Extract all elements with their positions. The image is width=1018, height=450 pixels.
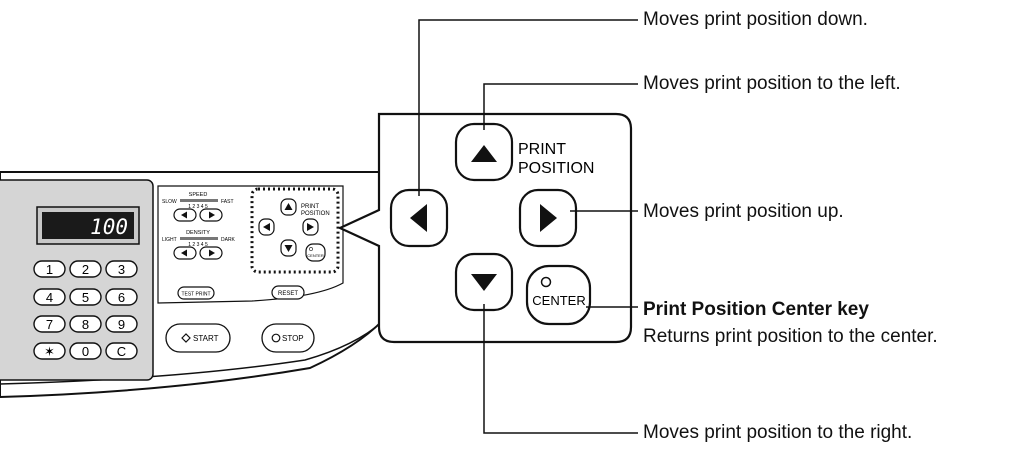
- key-9[interactable]: 9: [105, 315, 138, 333]
- right-arrow-icon: [209, 211, 215, 219]
- left-arrow-icon: [181, 249, 187, 257]
- density-dark-label: DARK: [221, 237, 236, 243]
- svg-text:9: 9: [118, 317, 125, 332]
- print-position-highlight: [250, 187, 340, 274]
- density-title: DENSITY: [186, 230, 210, 236]
- zoom-left-key[interactable]: [389, 188, 449, 248]
- left-arrow-icon: [410, 204, 427, 232]
- zoom-right-key[interactable]: [518, 188, 578, 248]
- svg-text:START: START: [193, 334, 219, 343]
- callout-left-key: Moves print position down.: [643, 9, 868, 30]
- callout-center-desc: Returns print position to the center.: [643, 326, 938, 347]
- down-arrow-icon: [471, 274, 497, 291]
- speed-right-key[interactable]: [199, 208, 223, 222]
- mini-center-key[interactable]: CENTER: [305, 243, 326, 262]
- svg-text:C: C: [117, 344, 126, 359]
- center-led-icon: [309, 247, 313, 251]
- led-display: [42, 212, 134, 239]
- speed-slow-label: SLOW: [162, 199, 177, 205]
- density-light-label: LIGHT: [162, 237, 177, 243]
- svg-text:RESET: RESET: [278, 291, 298, 297]
- zoom-center-key[interactable]: CENTER: [525, 264, 592, 326]
- svg-text:4: 4: [46, 290, 53, 305]
- test-print-button[interactable]: TEST PRINT: [177, 286, 215, 300]
- stop-button[interactable]: STOP: [261, 323, 315, 353]
- svg-text:2: 2: [82, 262, 89, 277]
- speed-title: SPEED: [189, 192, 208, 198]
- svg-text:CENTER: CENTER: [307, 253, 324, 258]
- zoom-down-key[interactable]: [454, 252, 514, 312]
- mini-up-key[interactable]: [280, 198, 297, 216]
- down-arrow-icon: [284, 245, 293, 252]
- svg-text:STOP: STOP: [282, 334, 304, 343]
- density-scale-numbers: 1 2 3 4 5: [188, 242, 208, 248]
- density-right-key[interactable]: [199, 246, 223, 260]
- up-arrow-icon: [471, 145, 497, 162]
- svg-text:5: 5: [82, 290, 89, 305]
- left-arrow-icon: [181, 211, 187, 219]
- callout-down-key: Moves print position to the right.: [643, 422, 913, 443]
- mini-print-label: PRINT: [301, 204, 319, 210]
- zoom-position-label: POSITION: [518, 160, 594, 177]
- svg-text:3: 3: [118, 262, 125, 277]
- start-diamond-icon: [181, 333, 191, 343]
- start-button[interactable]: START: [165, 323, 231, 353]
- mini-left-key[interactable]: [258, 218, 275, 236]
- key-6[interactable]: 6: [105, 288, 138, 306]
- key-clear[interactable]: C: [105, 342, 138, 360]
- svg-text:6: 6: [118, 290, 125, 305]
- speed-fast-label: FAST: [221, 199, 234, 205]
- right-arrow-icon: [540, 204, 557, 232]
- leader-up-key: [483, 83, 638, 130]
- key-3[interactable]: 3: [105, 260, 138, 278]
- density-left-key[interactable]: [173, 246, 197, 260]
- stop-circle-icon: [271, 333, 281, 343]
- leader-lines: [418, 19, 638, 434]
- right-arrow-icon: [209, 249, 215, 257]
- mini-down-key[interactable]: [280, 239, 297, 257]
- svg-text:0: 0: [82, 344, 89, 359]
- key-4[interactable]: 4: [33, 288, 66, 306]
- key-0[interactable]: 0: [69, 342, 102, 360]
- leader-down-key: [483, 304, 638, 434]
- speed-left-key[interactable]: [173, 208, 197, 222]
- display-value: 100: [90, 215, 128, 239]
- callout-up-key: Moves print position to the left.: [643, 73, 901, 94]
- reset-button[interactable]: RESET: [271, 285, 305, 300]
- center-led-icon: [540, 276, 552, 288]
- mini-position-label: POSITION: [301, 211, 330, 217]
- key-1[interactable]: 1: [33, 260, 66, 278]
- key-star[interactable]: ✶: [33, 342, 66, 360]
- callout-center-title: Print Position Center key: [643, 299, 869, 320]
- key-5[interactable]: 5: [69, 288, 102, 306]
- up-arrow-icon: [284, 203, 293, 210]
- svg-text:8: 8: [82, 317, 89, 332]
- key-2[interactable]: 2: [69, 260, 102, 278]
- left-arrow-icon: [263, 223, 270, 231]
- key-7[interactable]: 7: [33, 315, 66, 333]
- key-8[interactable]: 8: [69, 315, 102, 333]
- keypad: 1 2 3 4 5 6 7 8: [33, 260, 138, 360]
- svg-text:1: 1: [46, 262, 53, 277]
- svg-text:7: 7: [46, 317, 53, 332]
- mini-right-key[interactable]: [302, 218, 319, 236]
- svg-text:✶: ✶: [44, 344, 55, 359]
- zoom-up-key[interactable]: [454, 122, 514, 182]
- callout-right-key: Moves print position up.: [643, 201, 844, 222]
- zoom-print-label: PRINT: [518, 141, 566, 158]
- speed-scale-bar: [180, 199, 218, 202]
- density-scale-bar: [180, 237, 218, 240]
- speed-scale-numbers: 1 2 3 4 5: [188, 204, 208, 210]
- svg-text:CENTER: CENTER: [532, 293, 585, 308]
- right-arrow-icon: [307, 223, 314, 231]
- svg-text:TEST PRINT: TEST PRINT: [181, 292, 210, 298]
- leader-left-key: [418, 19, 638, 196]
